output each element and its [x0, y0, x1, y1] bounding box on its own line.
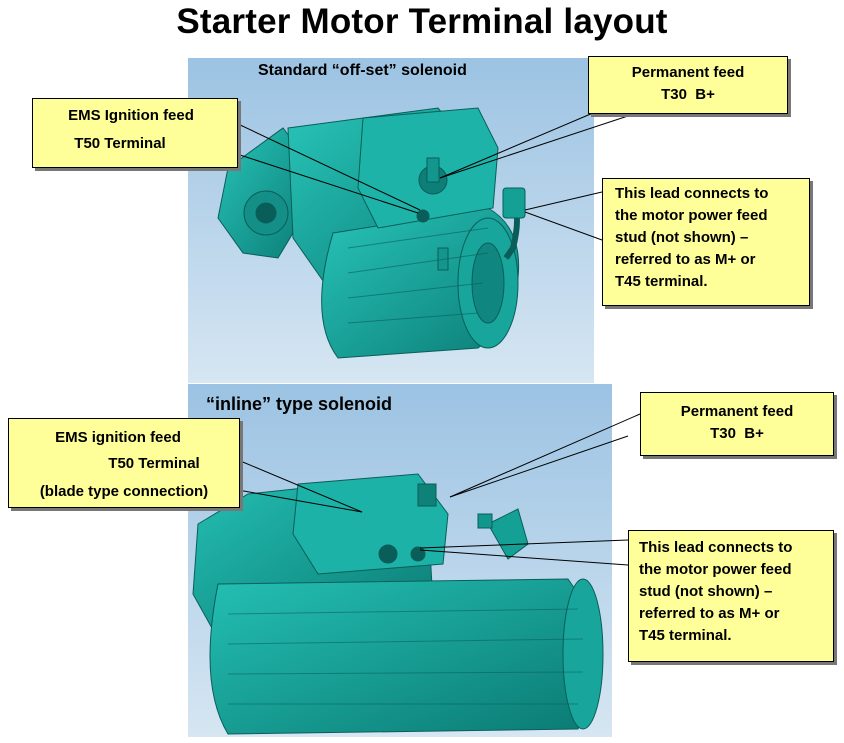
callout-line: Permanent feed — [680, 403, 794, 420]
top-ems-ignition-callout: EMS Ignition feed T50 Terminal — [32, 98, 238, 168]
page-title: Starter Motor Terminal layout — [176, 2, 668, 41]
bottom-ems-ignition-callout: EMS ignition feed T50 Terminal (blade ty… — [8, 418, 240, 508]
callout-line: EMS ignition feed — [55, 429, 181, 446]
bottom-panel-label: “inline” type solenoid — [206, 394, 393, 414]
top-motor-lead-callout: This lead connects to the motor power fe… — [602, 178, 810, 306]
callout-line: stud (not shown) – — [639, 583, 773, 600]
callout-line: stud (not shown) – — [615, 229, 749, 246]
top-panel-label: Standard “off-set” solenoid — [258, 62, 467, 79]
inline-solenoid-starter-motor — [188, 384, 612, 737]
bottom-panel-image — [188, 384, 612, 737]
callout-line: This lead connects to — [639, 539, 793, 556]
callout-line: T45 terminal. — [639, 627, 732, 644]
top-panel-image — [188, 58, 594, 383]
bottom-motor-lead-callout: This lead connects to the motor power fe… — [628, 530, 834, 662]
callout-line: T50 Terminal — [108, 455, 200, 472]
callout-line: the motor power feed — [615, 207, 768, 224]
callout-line: Permanent feed — [631, 64, 745, 81]
callout-line: EMS Ignition feed — [68, 107, 194, 124]
callout-line: referred to as M+ or — [639, 605, 780, 622]
callout-line: the motor power feed — [639, 561, 792, 578]
bottom-permanent-feed-callout: Permanent feed T30 B+ — [640, 392, 834, 456]
callout-line: (blade type connection) — [39, 483, 209, 500]
callout-line: T30 B+ — [661, 86, 715, 103]
offset-solenoid-starter-motor — [188, 58, 594, 383]
callout-line: T30 B+ — [710, 425, 764, 442]
callout-line: This lead connects to — [615, 185, 769, 202]
callout-line: referred to as M+ or — [615, 251, 756, 268]
callout-line: T45 terminal. — [615, 273, 708, 290]
top-permanent-feed-callout: Permanent feed T30 B+ — [588, 56, 788, 114]
callout-line: T50 Terminal — [74, 135, 166, 152]
